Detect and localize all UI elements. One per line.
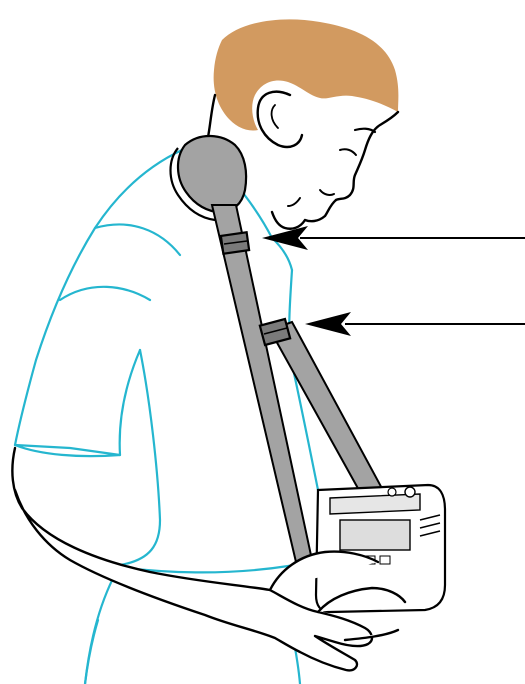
shoulder-pad [178,136,246,212]
hair [214,19,399,130]
arrow-left-icon [305,312,351,336]
callout-arrows [262,226,525,336]
arm-and-hand [12,448,405,670]
